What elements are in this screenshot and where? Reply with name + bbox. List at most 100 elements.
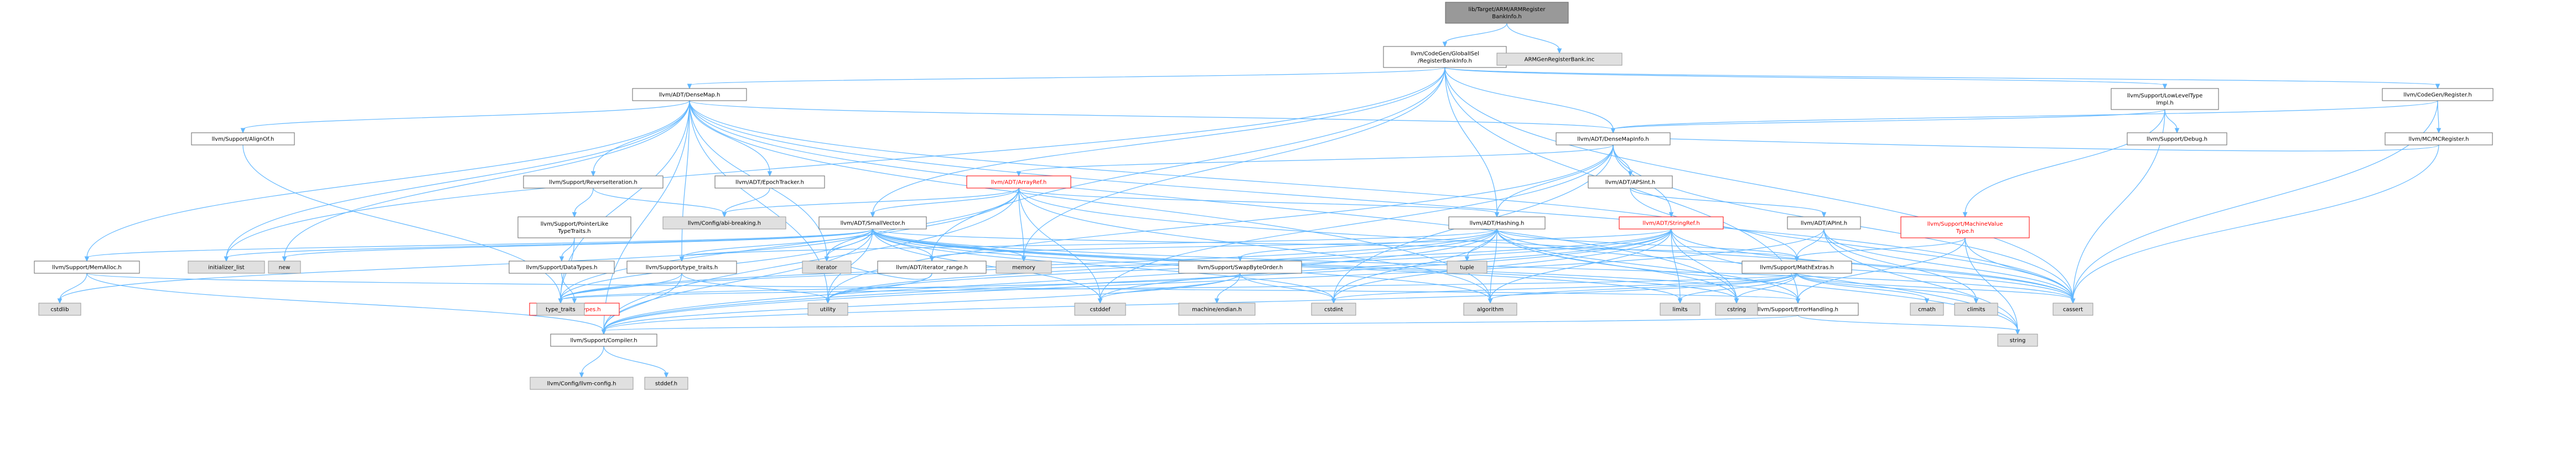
edge-arrowhead	[1464, 256, 1470, 262]
node-llvm-adt-densemapinfo-h[interactable]: llvm/ADT/DenseMapInfo.h	[1556, 132, 1671, 145]
edge-n8-to-n13	[1613, 144, 1631, 173]
node-llvm-support-datatypes-h[interactable]: llvm/Support/DataTypes.h	[509, 261, 615, 274]
node-type-traits: type_traits	[536, 303, 585, 316]
edge-n25-to-n42	[1240, 273, 1334, 300]
edge-n26-to-n38	[560, 273, 1797, 300]
edge-arrowhead	[824, 256, 830, 262]
edge-n3-to-n8	[689, 100, 1614, 130]
node-llvm-adt-densemap-h[interactable]: llvm/ADT/DenseMap.h	[632, 88, 747, 101]
edge-n17-to-n27	[1496, 228, 1798, 300]
node-new: new	[268, 261, 301, 274]
edge-arrowhead	[572, 212, 577, 218]
node-label: llvm/ADT/APInt.h	[1801, 221, 1847, 227]
edge-n13-to-n19	[1630, 188, 1825, 214]
edge-n12-to-n43	[1018, 188, 1491, 300]
node-box	[1448, 216, 1546, 230]
edge-arrowhead	[2435, 84, 2440, 90]
node-limits: limits	[1660, 303, 1701, 316]
node-llvm-adt-iterator-range-h[interactable]: llvm/ADT/iterator_range.h	[877, 261, 987, 274]
node-llvm-adt-apsint-h[interactable]: llvm/ADT/APSInt.h	[1588, 175, 1673, 189]
edge-arrowhead	[572, 298, 577, 304]
edge-n26-to-n42	[1333, 273, 1797, 300]
node-box	[626, 261, 737, 274]
node-box	[509, 261, 615, 274]
node-llvm-support-memalloc-h[interactable]: llvm/Support/MemAlloc.h	[34, 261, 140, 274]
node-llvm-adt-hashing-h[interactable]: llvm/ADT/Hashing.h	[1448, 216, 1546, 230]
node-label: llvm/ADT/APSInt.h	[1605, 180, 1656, 186]
node-llvm-support-type-traits-h[interactable]: llvm/Support/type_traits.h	[626, 261, 737, 274]
node-label: llvm/Support/ReverseIteration.h	[549, 180, 637, 186]
node-label: cstring	[1727, 307, 1746, 313]
node-llvm-support-debug-h[interactable]: llvm/Support/Debug.h	[2127, 132, 2227, 145]
edge-n26-to-n46	[1796, 273, 1927, 300]
node-llvm-adt-arrayref-h[interactable]: llvm/ADT/ArrayRef.h	[966, 175, 1071, 189]
edge-n8-to-n17	[1496, 144, 1614, 214]
node-algorithm: algorithm	[1463, 303, 1517, 316]
node-box	[966, 175, 1071, 189]
edge-arrowhead	[1442, 41, 1448, 48]
node-label: cstdlib	[51, 307, 69, 313]
edge-n14-to-n22	[561, 237, 575, 258]
edge-arrowhead	[679, 256, 685, 262]
node-llvm-support-alignof-h[interactable]: llvm/Support/AlignOf.h	[191, 132, 295, 145]
edge-arrowhead	[2436, 128, 2442, 134]
node-box	[1178, 261, 1302, 274]
edge-n19-to-n49	[1823, 228, 2018, 331]
edge-n1-to-n5	[1444, 67, 2165, 86]
node-label: algorithm	[1477, 307, 1504, 313]
node-cassert: cassert	[2052, 303, 2093, 316]
node-llvm-codegen-globalisel-registerbankinfo-h[interactable]: llvm/CodeGen/GlobalISel/RegisterBankInfo…	[1383, 46, 1507, 68]
node-climits: climits	[1954, 303, 1998, 316]
node-llvm-support-compiler-h[interactable]: llvm/Support/Compiler.h	[550, 334, 657, 347]
edge-n18-to-n44	[1671, 228, 1681, 300]
edge-n12-to-n16	[872, 188, 1019, 214]
node-label: llvm/Support/LowLevelType	[2127, 93, 2203, 99]
node-label: lib/Target/ARM/ARMRegister	[1469, 7, 1546, 13]
node-llvm-adt-epochtracker-h[interactable]: llvm/ADT/EpochTracker.h	[714, 175, 825, 189]
node-llvm-support-mathextras-h[interactable]: llvm/Support/MathExtras.h	[1741, 261, 1852, 274]
node-iterator: iterator	[802, 261, 852, 274]
node-llvm-adt-apint-h[interactable]: llvm/ADT/APInt.h	[1787, 216, 1861, 230]
node-llvm-adt-stringref-h[interactable]: llvm/ADT/StringRef.h	[1619, 216, 1724, 230]
edge-n3-to-n45	[689, 100, 1737, 300]
node-label: cmath	[1918, 307, 1936, 313]
node-box	[802, 261, 852, 274]
edge-arrowhead	[84, 256, 90, 262]
node-box	[2052, 303, 2093, 316]
node-box	[1311, 303, 1356, 316]
node-llvm-adt-smallvector-h[interactable]: llvm/ADT/SmallVector.h	[818, 216, 927, 230]
edge-n17-to-n39	[827, 228, 1497, 300]
node-label: llvm/ADT/DenseMap.h	[659, 92, 721, 98]
node-llvm-support-reverseiteration-h[interactable]: llvm/Support/ReverseIteration.h	[523, 175, 664, 189]
node-llvm-codegen-register-h[interactable]: llvm/CodeGen/Register.h	[2382, 88, 2494, 101]
edge-arrowhead	[1973, 298, 1979, 304]
node-llvm-support-swapbyteorder-h[interactable]: llvm/Support/SwapByteOrder.h	[1178, 261, 1302, 274]
edge-n10-to-n15	[593, 188, 725, 214]
edge-arrowhead	[722, 212, 727, 218]
node-box	[996, 261, 1052, 274]
edge-arrowhead	[57, 298, 63, 304]
edge-n25-to-n41	[1216, 273, 1241, 300]
node-box	[2382, 88, 2494, 101]
edge-n3-to-n21	[86, 100, 690, 258]
edge-n13-to-n48	[1630, 188, 2074, 300]
node-label: BankInfo.h	[1492, 14, 1521, 20]
node-llvm-mc-mcregister-h[interactable]: llvm/MC/MCRegister.h	[2385, 132, 2493, 145]
edge-arrowhead	[929, 256, 935, 262]
node-box	[1496, 53, 1623, 66]
edge-n1-to-n16	[872, 67, 1445, 214]
node-box	[530, 377, 634, 390]
edge-n18-to-n48	[1671, 228, 2074, 300]
node-label: llvm/ADT/SmallVector.h	[841, 221, 905, 227]
node-label: llvm/Support/MathExtras.h	[1760, 265, 1834, 271]
node-box	[1588, 175, 1673, 189]
edge-arrowhead	[1677, 298, 1683, 304]
edge-n16-to-n21	[86, 228, 873, 258]
edge-n3-to-n32	[226, 100, 690, 258]
edge-arrowhead	[1962, 212, 1968, 218]
